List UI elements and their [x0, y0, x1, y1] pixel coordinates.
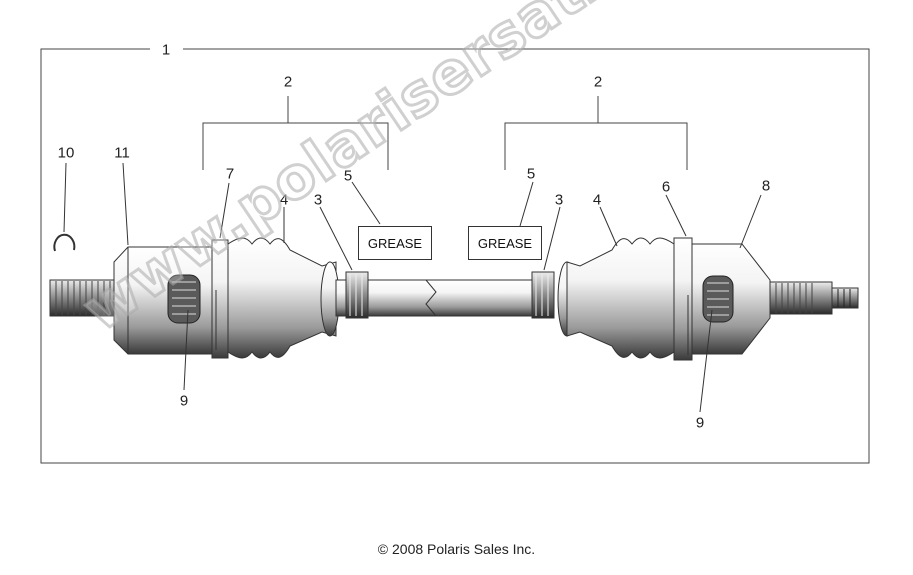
- left-boot: [227, 237, 337, 359]
- callout-4-right: 4: [592, 191, 602, 209]
- bracket-left: [202, 96, 389, 170]
- callout-2-right: 2: [593, 73, 603, 91]
- callout-7: 7: [225, 165, 235, 183]
- callout-3-left: 3: [313, 191, 323, 209]
- left-joint-window: [167, 274, 201, 324]
- axle-shaft: [335, 279, 533, 317]
- callout-4-left: 4: [279, 191, 289, 209]
- snap-ring: [53, 233, 76, 252]
- grease-label-right: GREASE: [468, 226, 542, 260]
- assembly-frame: [40, 48, 870, 464]
- right-spline-stub: [769, 281, 833, 315]
- callout-5-right: 5: [526, 165, 536, 183]
- right-clamp: [673, 237, 693, 361]
- left-cv-housing: [113, 246, 219, 355]
- callout-9-left: 9: [179, 392, 189, 410]
- left-boot-clamp: [345, 271, 369, 319]
- callout-5-left: 5: [343, 167, 353, 185]
- callout-9-right: 9: [695, 414, 705, 432]
- callout-11: 11: [114, 144, 130, 162]
- copyright-footer: © 2008 Polaris Sales Inc.: [377, 541, 536, 557]
- right-thread-tip: [831, 287, 859, 309]
- bracket-right: [504, 96, 688, 170]
- left-spline-teeth: [55, 281, 111, 315]
- callout-6: 6: [661, 178, 671, 196]
- callout-8: 8: [761, 177, 771, 195]
- grease-label-left: GREASE: [358, 226, 432, 260]
- callout-1: 1: [161, 41, 171, 59]
- right-boot: [566, 237, 675, 359]
- right-boot-clamp: [531, 271, 555, 319]
- callout-3-right: 3: [554, 191, 564, 209]
- callout-2-left: 2: [283, 73, 293, 91]
- left-clamp: [211, 239, 229, 359]
- callout-10: 10: [57, 144, 75, 162]
- leader-lines: [63, 162, 762, 413]
